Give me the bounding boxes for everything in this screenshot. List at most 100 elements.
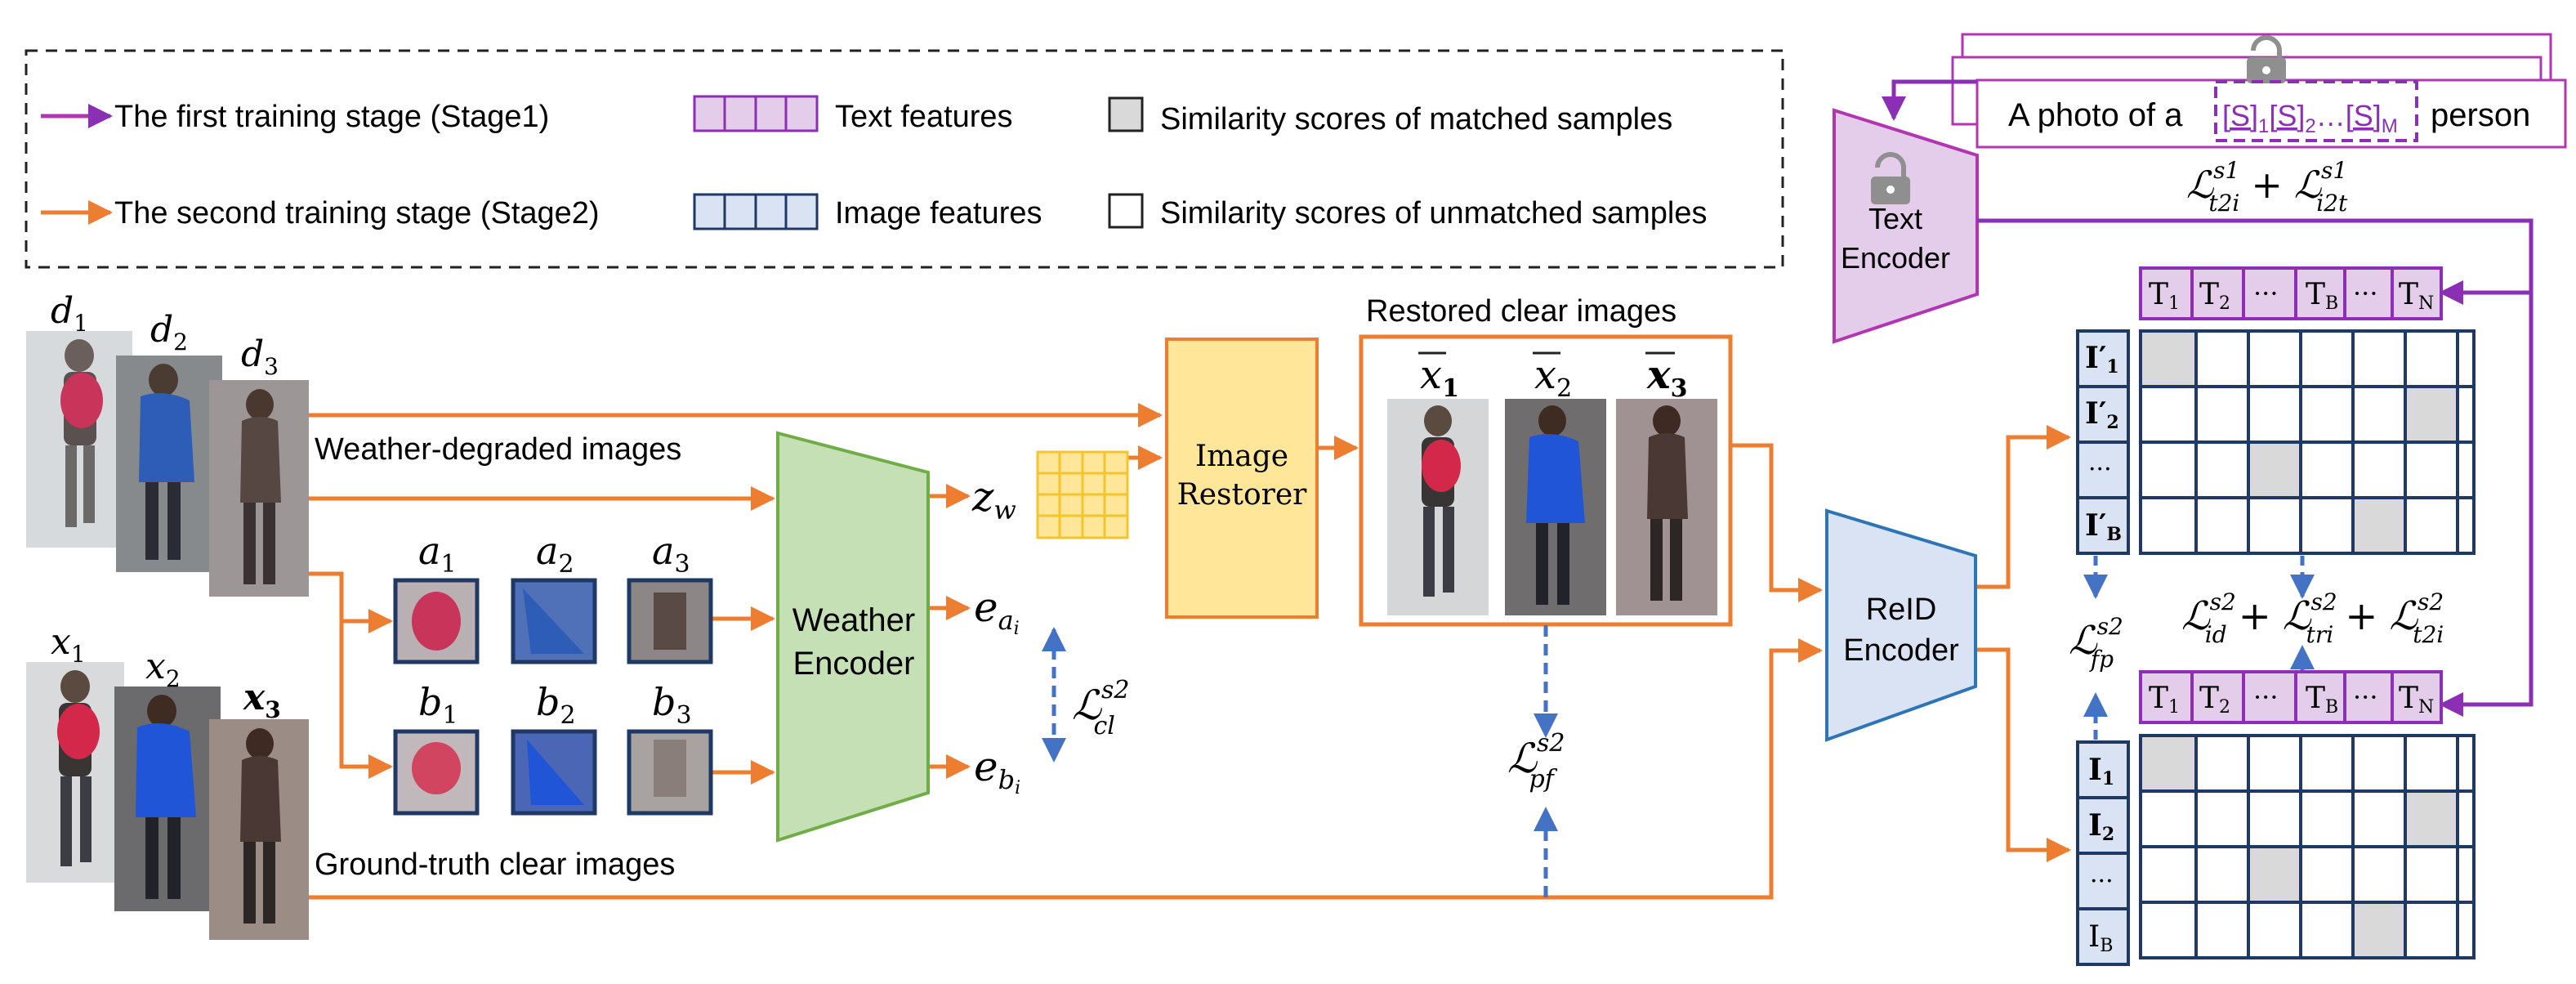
top-matched-cell-4 — [2353, 499, 2405, 552]
bottom-matched-cell-4 — [2353, 904, 2405, 956]
top-idots: ··· — [2088, 455, 2112, 484]
arrow-reid-to-top-features — [1976, 425, 2071, 589]
weather-encoder: Weather Encoder — [776, 431, 930, 843]
bottom-ib: IB — [2088, 920, 2113, 956]
degraded-images: d1 d2 d3 — [26, 290, 309, 597]
patch-b2 — [511, 729, 597, 816]
top-matched-cell-1 — [2142, 333, 2194, 385]
stage1-connectors — [1882, 79, 2534, 717]
degraded-image-2 — [116, 356, 222, 572]
top-similarity-grid — [2139, 329, 2476, 555]
prompt-prefix: A photo of a — [2008, 97, 2183, 133]
lock-icon — [1871, 152, 1910, 204]
legend-unmatched-swatch — [1108, 193, 1144, 229]
legend-unmatched-label: Similarity scores of unmatched samples — [1160, 196, 1707, 230]
prompt-tokens: [S]1[S]2…[S]M — [2222, 99, 2398, 137]
clear-image-3 — [209, 719, 309, 940]
degraded-image-3 — [209, 380, 309, 597]
a-patches: a1 a2 a3 — [393, 529, 713, 664]
restored-title: Restored clear images — [1366, 294, 1676, 329]
bottom-dots2: ··· — [2353, 682, 2378, 713]
arrow-reid-to-bottom-features — [1976, 647, 2071, 862]
reid-line1: ReID — [1866, 593, 1937, 627]
prompt-cards: A photo of a [S]1[S]2…[S]M person — [1951, 33, 2567, 149]
patch-a1 — [393, 578, 480, 664]
b-patches: b1 b2 b3 — [393, 680, 713, 816]
label-a1: a1 — [418, 529, 457, 579]
bottom-matched-cell-2 — [2405, 793, 2458, 845]
top-i1: I′1 — [2085, 341, 2119, 378]
bottom-dots1: ··· — [2253, 682, 2279, 713]
restorer-line1: Image — [1195, 440, 1288, 473]
restored-label-1: x1 — [1420, 352, 1459, 403]
bottom-text-row: T1 T2 ··· TB ··· TN — [2139, 670, 2443, 724]
zw-symbol: zw — [971, 473, 1016, 526]
label-a3: a3 — [652, 529, 690, 579]
bottom-similarity-grid — [2139, 734, 2476, 959]
restored-label-2: x2 — [1534, 352, 1572, 403]
eb-symbol: ebi — [974, 743, 1020, 798]
top-text-row: T1 T2 ··· TB ··· TN — [2139, 266, 2443, 320]
legend-matched-swatch — [1108, 96, 1144, 132]
clear-image-1 — [26, 662, 124, 883]
learnable-tokens-box — [2214, 80, 2418, 142]
restored-images: Restored clear images x1 x2 — [1359, 294, 1733, 627]
bottom-image-column: I1 I2 ··· IB — [2076, 740, 2130, 966]
label-b2: b2 — [536, 680, 576, 730]
clear-label-3: x3 — [243, 677, 281, 723]
image-restorer: Image Restorer — [1165, 338, 1319, 619]
restored-image-1 — [1387, 399, 1489, 615]
arrow-groundtruth-to-reid — [309, 638, 1823, 900]
bottom-matched-cell-3 — [2248, 848, 2301, 901]
weather-encoder-line2: Encoder — [793, 646, 915, 682]
bottom-tn: TN — [2399, 682, 2434, 718]
weather-encoder-line1: Weather — [792, 602, 915, 638]
restored-image-2 — [1505, 399, 1606, 615]
legend-border — [25, 49, 1784, 269]
prompt-lock-icon — [2247, 35, 2286, 83]
text-encoder-line2: Encoder — [1841, 241, 1950, 275]
label-b3: b3 — [652, 680, 692, 730]
legend-text-features-swatch — [693, 95, 819, 132]
top-tn: TN — [2399, 278, 2434, 314]
bottom-i2: I2 — [2088, 808, 2114, 845]
reid-line2: Encoder — [1843, 633, 1959, 668]
top-matched-cell-3 — [2248, 444, 2301, 496]
restored-image-3 — [1616, 399, 1717, 615]
clear-label-1: x1 — [51, 621, 86, 668]
bottom-i1: I1 — [2088, 753, 2114, 789]
text-encoder-line1: Text — [1868, 202, 1922, 235]
stage2-connectors — [309, 403, 2071, 900]
ea-symbol: eai — [974, 584, 1020, 639]
top-dots2: ··· — [2353, 278, 2378, 309]
patch-a3 — [627, 578, 713, 664]
restorer-line2: Restorer — [1177, 478, 1308, 512]
patch-b3 — [627, 729, 713, 816]
arrow-prompt-to-text-encoder — [1882, 79, 1977, 121]
bottom-matched-cell-1 — [2142, 737, 2194, 789]
weather-degraded-label: Weather-degraded images — [315, 432, 681, 467]
legend-stage2-label: The second training stage (Stage2) — [114, 196, 600, 230]
bottom-t2: T2 — [2199, 682, 2230, 718]
prompt-card-front — [1976, 78, 2567, 149]
prompt-suffix: person — [2431, 97, 2530, 133]
top-matched-cell-2 — [2405, 388, 2458, 441]
legend-image-features-label: Image features — [835, 196, 1042, 230]
restored-label-3: x3 — [1646, 352, 1688, 403]
reid-encoder: ReID Encoder — [1825, 508, 1977, 742]
arrow-restored-to-reid — [1730, 443, 1823, 602]
clear-image-2 — [114, 687, 221, 911]
zw-grid — [1036, 450, 1129, 539]
top-t1: T1 — [2149, 278, 2180, 314]
label-b1: b1 — [418, 680, 458, 730]
bottom-t1: T1 — [2149, 682, 2180, 718]
arrow-to-b-patches — [309, 571, 393, 779]
label-a2: a2 — [536, 529, 574, 579]
bottom-idots: ··· — [2090, 867, 2114, 896]
top-dots1: ··· — [2253, 278, 2279, 309]
top-i2: I′2 — [2085, 396, 2119, 433]
legend-matched-label: Similarity scores of matched samples — [1160, 102, 1672, 136]
